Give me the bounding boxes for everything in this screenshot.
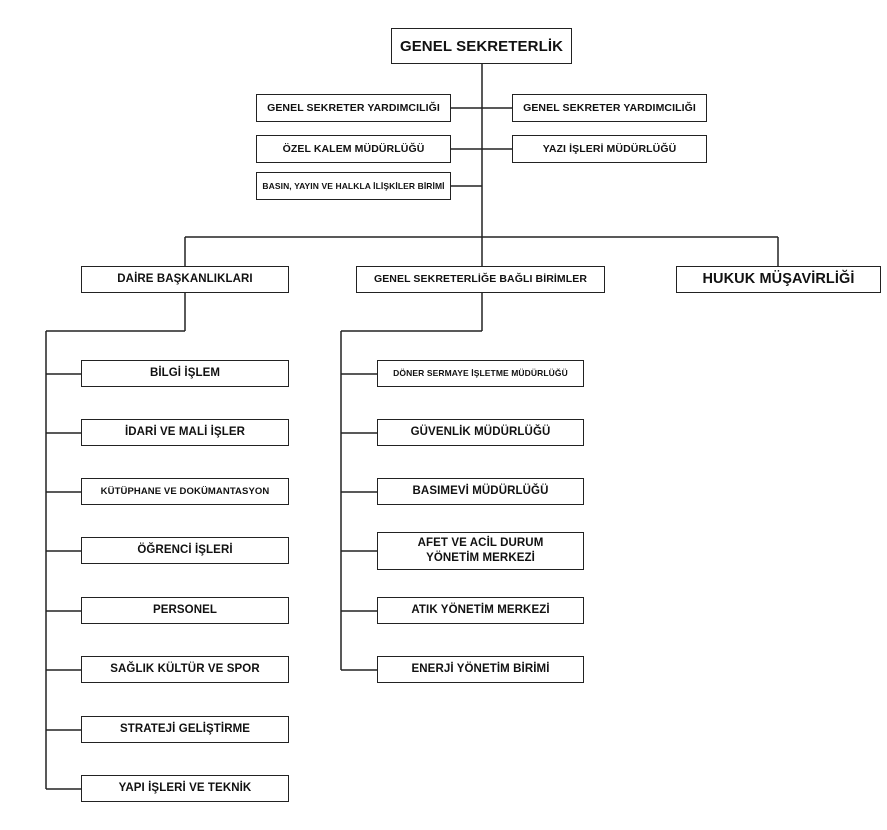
departments-header-box: DAİRE BAŞKANLIKLARI — [81, 266, 289, 293]
press-unit-box: BASIN, YAYIN VE HALKLA İLİŞKİLER BİRİMİ — [256, 172, 451, 200]
affiliated-unit-box: DÖNER SERMAYE İŞLETME MÜDÜRLÜĞÜ — [377, 360, 584, 387]
department-box: KÜTÜPHANE VE DOKÜMANTASYON — [81, 478, 289, 505]
department-box: BİLGİ İŞLEM — [81, 360, 289, 387]
clerical-office-box: YAZI İŞLERİ MÜDÜRLÜĞÜ — [512, 135, 707, 163]
root-box: GENEL SEKRETERLİK — [391, 28, 572, 64]
affiliated-unit-box: AFET VE ACİL DURUM YÖNETİM MERKEZİ — [377, 532, 584, 570]
department-box: ÖĞRENCİ İŞLERİ — [81, 537, 289, 564]
department-box: YAPI İŞLERİ VE TEKNİK — [81, 775, 289, 802]
department-box: SAĞLIK KÜLTÜR VE SPOR — [81, 656, 289, 683]
affiliated-unit-box: ENERJİ YÖNETİM BİRİMİ — [377, 656, 584, 683]
legal-counsel-box: HUKUK MÜŞAVİRLİĞİ — [676, 266, 881, 293]
department-box: STRATEJİ GELİŞTİRME — [81, 716, 289, 743]
affiliated-unit-box: ATIK YÖNETİM MERKEZİ — [377, 597, 584, 624]
right-assistant-box: GENEL SEKRETER YARDIMCILIĞI — [512, 94, 707, 122]
affiliated-unit-box: GÜVENLİK MÜDÜRLÜĞÜ — [377, 419, 584, 446]
left-assistant-box: GENEL SEKRETER YARDIMCILIĞI — [256, 94, 451, 122]
affiliated-unit-box: BASIMEVİ MÜDÜRLÜĞÜ — [377, 478, 584, 505]
affiliated-header-box: GENEL SEKRETERLİĞE BAĞLI BİRİMLER — [356, 266, 605, 293]
private-office-box: ÖZEL KALEM MÜDÜRLÜĞÜ — [256, 135, 451, 163]
department-box: İDARİ VE MALİ İŞLER — [81, 419, 289, 446]
department-box: PERSONEL — [81, 597, 289, 624]
